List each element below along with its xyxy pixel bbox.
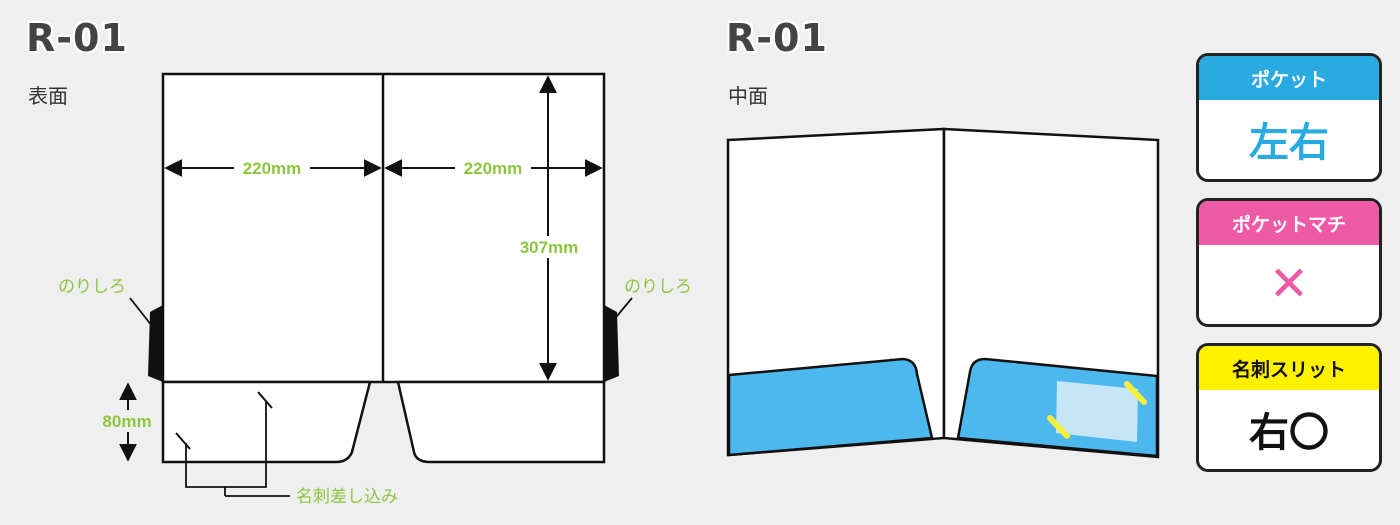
inside-folder	[726, 127, 1160, 459]
business-card	[1056, 381, 1138, 442]
spec-card-gusset-title: ポケットマチ	[1199, 201, 1379, 245]
inside-model-title: R-01	[726, 16, 828, 60]
spec-card-slit: 名刺スリット 右〇	[1196, 343, 1382, 472]
glue-label-right: のりしろ	[624, 277, 692, 297]
front-side-label: 表面	[28, 84, 68, 108]
inside-left-pocket	[727, 357, 934, 457]
spec-card-gusset: ポケットマチ ✕	[1196, 198, 1382, 327]
dim-height: 307mm	[520, 238, 579, 257]
dim-pocket-height: 80mm	[102, 412, 151, 431]
card-slit-mark-bottom	[1047, 415, 1070, 439]
inside-side-label: 中面	[728, 84, 768, 108]
card-slit-lower	[175, 432, 191, 450]
glue-tab-left	[148, 305, 163, 382]
spec-card-slit-value: 右〇	[1249, 409, 1329, 456]
card-slit-upper	[257, 391, 273, 409]
card-slot-label: 名刺差し込み	[296, 487, 398, 507]
dim-width-right: 220mm	[464, 159, 523, 178]
dim-width-left: 220mm	[243, 159, 302, 178]
front-model-title: R-01	[26, 16, 128, 60]
spec-card-slit-title: 名刺スリット	[1199, 346, 1379, 390]
glue-label-left: のりしろ	[58, 277, 126, 297]
glue-tab-right	[604, 305, 619, 382]
spec-card-gusset-value: ✕	[1268, 255, 1310, 312]
spec-card-pocket-title: ポケット	[1199, 56, 1379, 100]
card-slit-mark-top	[1124, 381, 1147, 405]
spec-card-pocket: ポケット 左右	[1196, 53, 1382, 182]
pocket-flap-right	[396, 380, 606, 464]
spec-card-pocket-value: 左右	[1249, 119, 1329, 166]
front-folder	[96, 72, 633, 497]
